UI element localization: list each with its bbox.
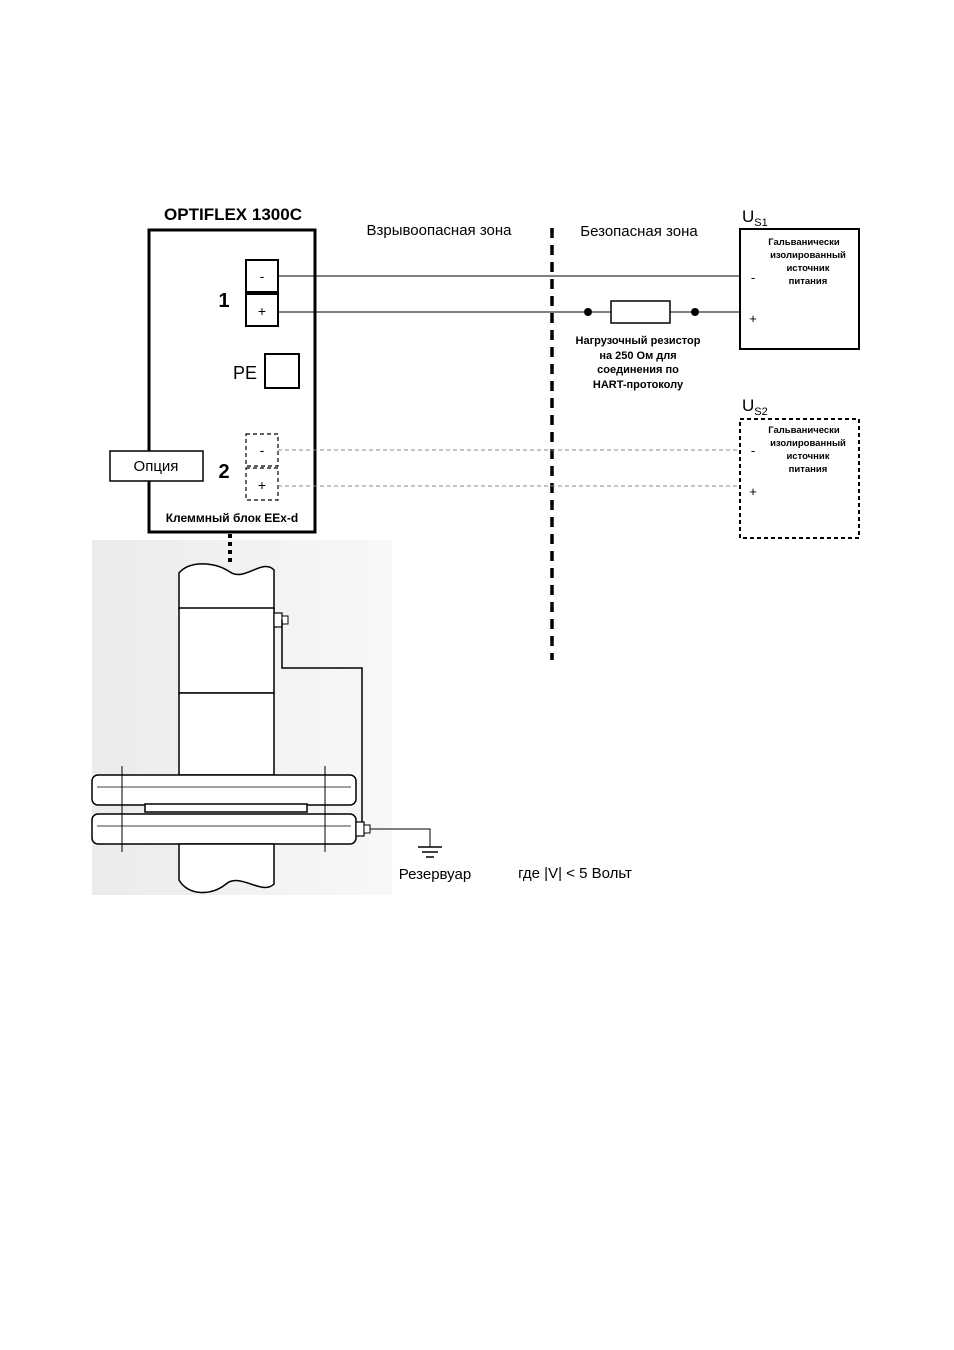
- supply-2-caption-line: питания: [789, 464, 828, 475]
- terminal-2-minus-sign: -: [260, 442, 265, 458]
- safe-zone-label: Безопасная зона: [580, 223, 698, 240]
- supply-1-caption-line: Гальванически: [768, 237, 840, 248]
- terminal-1-number: 1: [218, 290, 229, 312]
- resistor-caption: Нагрузочный резистор на 250 Ом для соеди…: [576, 335, 701, 391]
- hazardous-zone-label: Взрывоопасная зона: [366, 222, 512, 239]
- flange-ground-lug: [356, 822, 364, 836]
- resistor-caption-line: Нагрузочный резистор: [576, 335, 701, 347]
- supply-2-symbol: US2: [742, 396, 768, 418]
- flange-gasket: [145, 804, 307, 812]
- resistor-junction-left: [584, 308, 592, 316]
- supply-1-plus-sign: +: [749, 311, 757, 326]
- supply-1-caption-line: питания: [789, 276, 828, 287]
- pe-terminal-box: [265, 354, 299, 388]
- supply-2-plus-sign: +: [749, 484, 757, 499]
- option-label: Опция: [134, 458, 179, 475]
- supply-2-caption-line: изолированный: [770, 438, 846, 449]
- terminal-block-label: Клеммный блок EEx-d: [166, 511, 299, 525]
- terminal-1-minus-sign: -: [260, 268, 265, 284]
- device-title: OPTIFLEX 1300C: [164, 205, 302, 224]
- terminal-2-plus-sign: +: [258, 477, 266, 493]
- upper-flange: [92, 775, 356, 805]
- terminal-1-plus-sign: +: [258, 303, 266, 319]
- lower-flange: [92, 814, 356, 844]
- supply-2-minus-sign: -: [751, 443, 755, 458]
- tank-label: Резервуар: [399, 866, 471, 883]
- probe-top-break: [179, 564, 274, 610]
- load-resistor: [611, 301, 670, 323]
- resistor-caption-line: HART-протоколу: [593, 379, 684, 391]
- voltage-condition-label: где |V| < 5 Вольт: [518, 865, 632, 882]
- supply-2-caption-line: источник: [786, 451, 829, 462]
- flange-ground-screw: [364, 825, 370, 833]
- pe-label: PE: [233, 363, 257, 383]
- supply-1-minus-sign: -: [751, 270, 755, 285]
- probe-rod: [179, 693, 274, 775]
- terminal-2-number: 2: [218, 461, 229, 483]
- resistor-caption-line: на 250 Ом для: [599, 350, 676, 362]
- housing-ground-screw: [282, 616, 288, 624]
- housing-ground-lug: [274, 613, 282, 627]
- supply-2-caption-line: Гальванически: [768, 425, 840, 436]
- probe-housing: [179, 608, 274, 693]
- resistor-junction-right: [691, 308, 699, 316]
- resistor-caption-line: соединения по: [597, 364, 679, 376]
- supply-1-symbol: US1: [742, 207, 768, 229]
- supply-2-box: [740, 419, 859, 538]
- supply-1-caption-line: источник: [786, 263, 829, 274]
- supply-1-caption-line: изолированный: [770, 250, 846, 261]
